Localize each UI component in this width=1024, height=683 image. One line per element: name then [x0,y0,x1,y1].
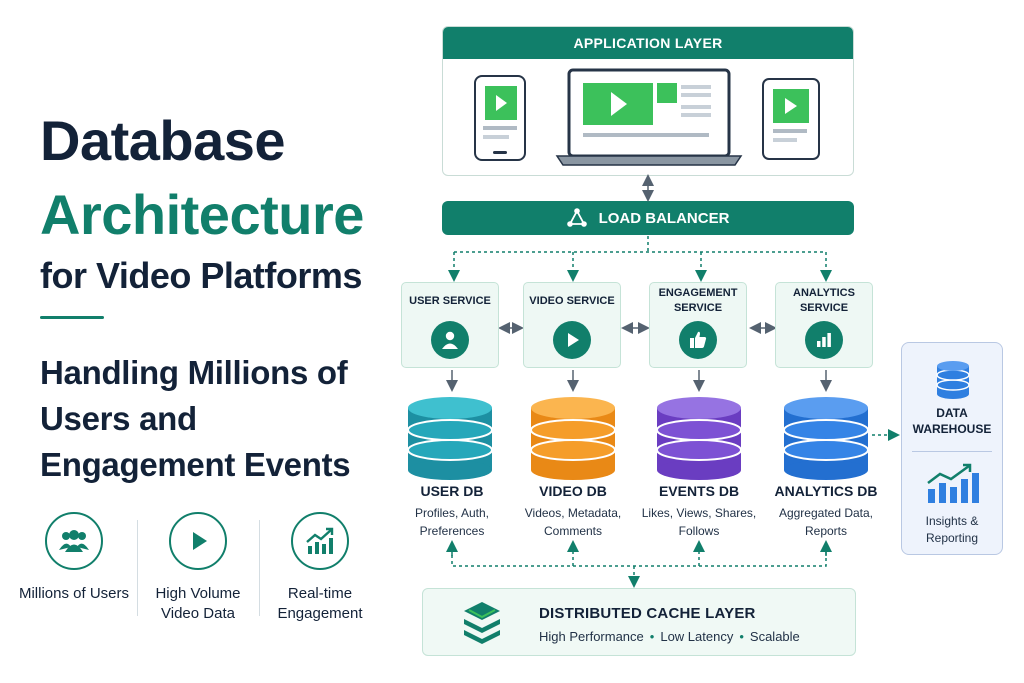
service-label: ANALYTICS SERVICE [793,287,855,314]
load-balancer-label: LOAD BALANCER [598,209,730,227]
bar-chart-icon [805,321,843,359]
feature-engagement: Real-time Engagement [260,512,380,624]
users-icon [45,512,103,570]
network-icon [566,208,587,227]
feature-users: Millions of Users [14,512,134,604]
warehouse-divider [912,451,992,452]
bullet-separator: • [649,629,655,644]
video-db-icon [530,397,616,480]
growth-chart-icon [291,512,349,570]
cache-feature-scalable: Scalable [749,629,800,644]
application-layer: APPLICATION LAYER [442,26,854,176]
layers-stack-icon [464,602,500,644]
feature-separator [137,520,138,616]
tablet-device-icon [762,78,820,160]
data-warehouse-desc: Insights & Reporting [925,514,979,545]
phone-device-icon [474,75,526,161]
warehouse-db-icon [936,361,970,399]
analytics-db-desc: Aggregated Data, Reports [778,506,874,538]
analytics-db-icon [783,397,869,480]
video-db-label: VIDEO DB [539,483,607,499]
title-divider [40,316,104,319]
user-db-label: USER DB [420,483,484,499]
service-analytics: ANALYTICS SERVICE [775,282,873,368]
analytics-db-label: ANALYTICS DB [774,483,878,499]
events-db-label: EVENTS DB [658,483,740,499]
application-layer-header: APPLICATION LAYER [443,27,853,59]
cache-feature-latency: Low Latency [660,629,734,644]
events-db-icon [656,397,742,480]
cache-layer-label: DISTRIBUTED CACHE LAYER [539,605,756,622]
service-engagement: ENGAGEMENT SERVICE [649,282,747,368]
distributed-cache-layer: DISTRIBUTED CACHE LAYER High Performance… [422,588,856,656]
load-balancer: LOAD BALANCER [442,201,854,235]
cache-feature-performance: High Performance [539,629,644,644]
data-warehouse: DATA WAREHOUSE Insights & Reporting [901,342,1003,555]
user-icon [431,321,469,359]
title-line-3: for Video Platforms [40,255,362,296]
play-icon [553,321,591,359]
feature-label: High Volume Video Data [155,585,241,622]
play-icon [169,512,227,570]
service-label: VIDEO SERVICE [529,294,615,307]
title-line-2: Architecture [40,183,364,246]
user-db-icon [407,397,493,480]
feature-label: Real-time Engagement [277,585,363,622]
feature-video-data: High Volume Video Data [138,512,258,624]
feature-label: Millions of Users [18,585,130,602]
thumbs-up-icon [679,321,717,359]
service-label: USER SERVICE [409,294,491,307]
user-db-desc: Profiles, Auth, Preferences [414,506,490,538]
video-db-desc: Videos, Metadata, Comments [524,506,622,538]
service-video: VIDEO SERVICE [523,282,621,368]
cache-layer-features: High Performance • Low Latency • Scalable [539,629,800,644]
service-label: ENGAGEMENT SERVICE [658,287,738,314]
feature-separator [259,520,260,616]
service-user: USER SERVICE [401,282,499,368]
data-warehouse-label: DATA WAREHOUSE [912,406,992,436]
subtitle: Handling Millions of Users and Engagemen… [40,354,351,483]
bullet-separator: • [739,629,744,644]
laptop-device-icon [555,68,743,166]
insights-chart-icon [927,463,979,503]
events-db-desc: Likes, Views, Shares, Follows [641,506,757,538]
title-line-1: Database [40,109,286,172]
